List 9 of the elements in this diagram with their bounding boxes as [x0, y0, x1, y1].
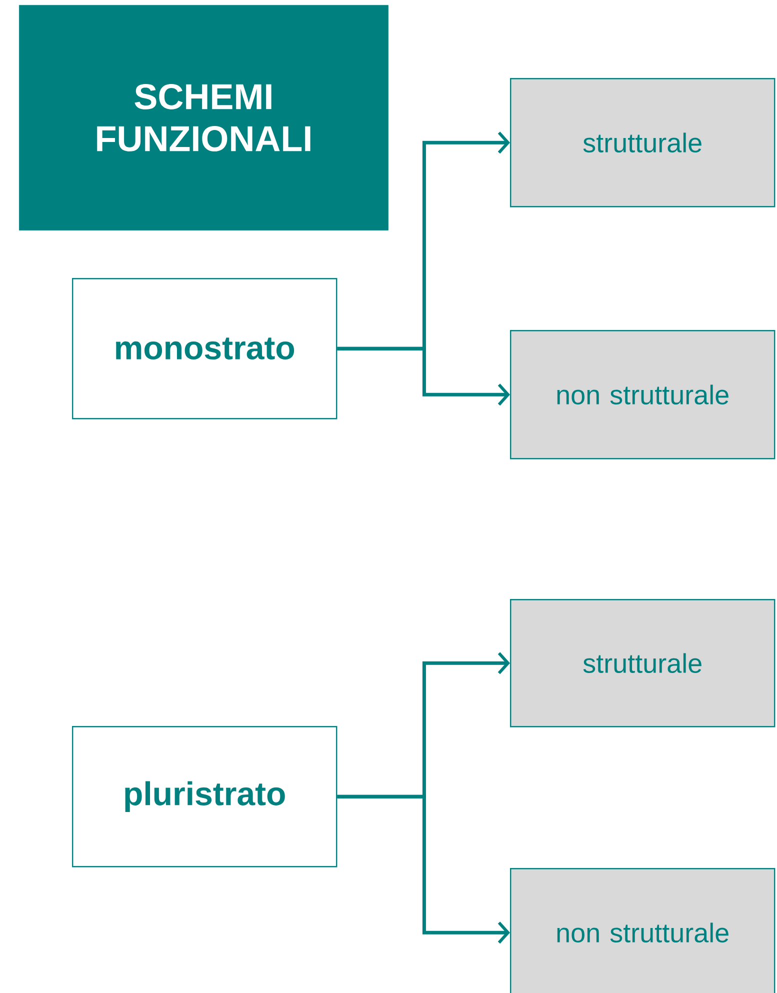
option-box: strutturale: [510, 78, 776, 208]
category-box: pluristrato: [72, 726, 338, 868]
option-box: non strutturale: [510, 330, 776, 460]
option-box: non strutturale: [510, 868, 776, 993]
title-box: SCHEMI FUNZIONALI: [19, 5, 388, 230]
arrow: [337, 794, 510, 944]
option-box: strutturale: [510, 599, 776, 728]
category-box: monostrato: [72, 278, 338, 420]
arrow: [337, 346, 510, 406]
